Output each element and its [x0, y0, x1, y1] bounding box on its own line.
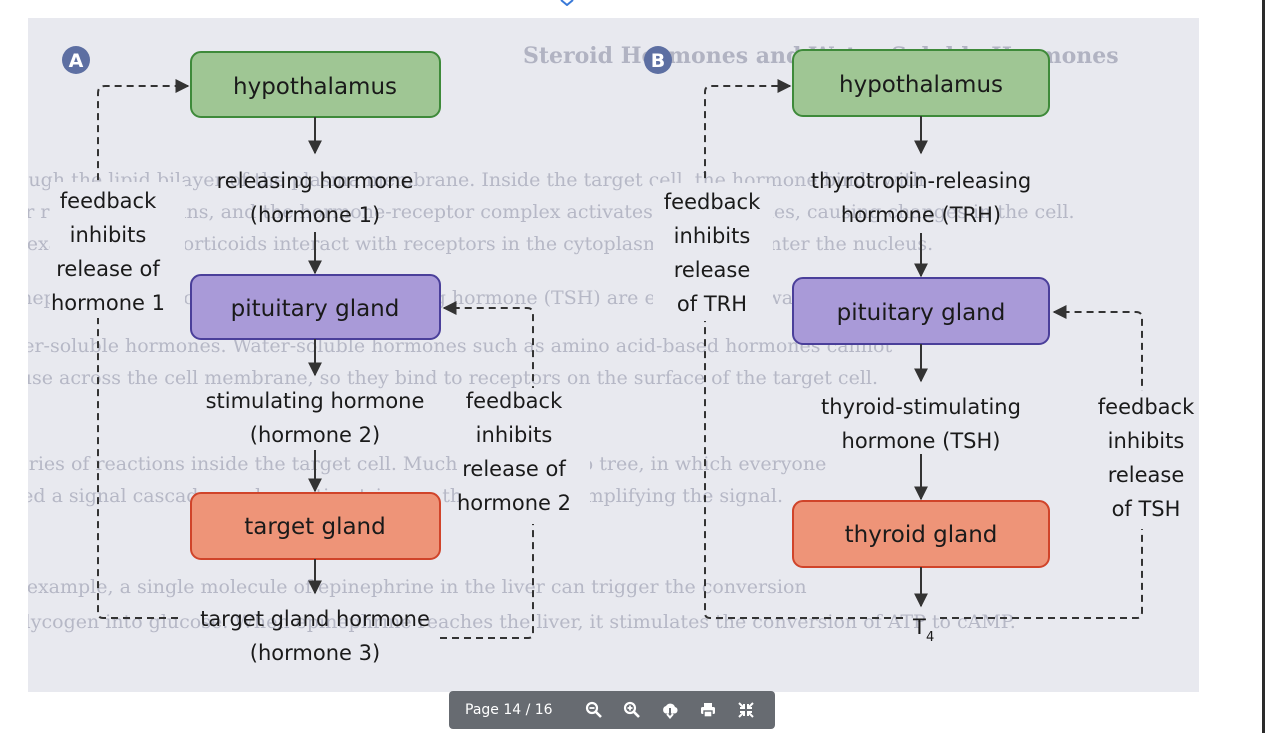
- print-button[interactable]: [689, 691, 727, 729]
- t4-label: T: [912, 615, 926, 639]
- background-line: water-soluble hormones. Water-soluble ho…: [28, 335, 892, 357]
- background-text: Steroid Hormones and Water-Soluble Hormo…: [28, 43, 1119, 633]
- pituitary-label-b: pituitary gland: [837, 300, 1006, 326]
- endocrine-feedback-diagram: Steroid Hormones and Water-Soluble Hormo…: [28, 43, 1199, 665]
- exit-fullscreen-button[interactable]: [727, 691, 765, 729]
- panel-a-letter: A: [69, 50, 84, 72]
- print-icon: [701, 703, 715, 718]
- exit-fullscreen-icon: [738, 702, 754, 718]
- zoom-out-button[interactable]: [575, 691, 613, 729]
- background-line: For example, a single molecule of epinep…: [28, 576, 807, 598]
- feedback-left-b-line: feedback: [664, 190, 761, 214]
- feedback-right-a-line: hormone 2: [457, 491, 571, 515]
- panel-b-letter: B: [651, 50, 665, 72]
- feedback-right-b-line: inhibits: [1108, 429, 1185, 453]
- tsh-label: hormone (TSH): [842, 429, 1001, 453]
- panel-b: B hypothalamus pituitary gland thyroid g…: [644, 46, 1199, 645]
- cursor-marker-icon: [560, 0, 574, 6]
- background-line: A series of reactions inside the target …: [28, 453, 826, 475]
- stimulating-hormone-label: stimulating hormone: [206, 389, 425, 413]
- document-page: Steroid Hormones and Water-Soluble Hormo…: [28, 18, 1199, 692]
- zoom-in-icon: [623, 701, 640, 718]
- hormone-2-label: (hormone 2): [250, 423, 380, 447]
- label-backdrop: [653, 183, 773, 321]
- pituitary-label-a: pituitary gland: [231, 296, 400, 322]
- background-line: diffuse across the cell membrane, so the…: [28, 367, 878, 389]
- feedback-right-b-line: release: [1108, 463, 1185, 487]
- hypothalamus-label-a: hypothalamus: [233, 74, 397, 100]
- hormone-1-label: (hormone 1): [250, 203, 380, 227]
- panel-b-bubble: [644, 46, 672, 74]
- target-gland-hormone-label: target gland hormone: [200, 607, 430, 631]
- panel-a-bubble: [62, 46, 90, 74]
- window-edge: [1262, 0, 1265, 733]
- download-button[interactable]: [651, 691, 689, 729]
- releasing-hormone-label: releasing hormone: [217, 169, 414, 193]
- target-gland-label-a: target gland: [244, 514, 386, 540]
- feedback-right-b-line: of TSH: [1112, 497, 1181, 521]
- label-backdrop: [460, 388, 590, 524]
- trh-label: hormone (TRH): [841, 203, 1001, 227]
- feedback-left-b-line: inhibits: [674, 224, 751, 248]
- background-line: of glycogen into glucose. When epinephri…: [28, 611, 1016, 633]
- hormone-3-label: (hormone 3): [250, 641, 380, 665]
- feedback-left-a-line: hormone 1: [51, 291, 165, 315]
- zoom-in-button[interactable]: [613, 691, 651, 729]
- feedback-left-a-line: inhibits: [70, 223, 147, 247]
- feedback-right-b-line: feedback: [1098, 395, 1195, 419]
- download-icon: [663, 703, 678, 719]
- feedback-left-a-line: release of: [56, 257, 160, 281]
- feedback-right-a-line: feedback: [466, 389, 563, 413]
- hypothalamus-label-b: hypothalamus: [839, 72, 1003, 98]
- feedback-right-a-line: inhibits: [476, 423, 553, 447]
- zoom-out-icon: [585, 701, 602, 718]
- feedback-right-a-line: release of: [462, 457, 566, 481]
- t4-subscript: 4: [926, 630, 934, 645]
- pdf-toolbar: Page 14 / 16: [449, 691, 775, 729]
- feedback-left-a-line: feedback: [60, 189, 157, 213]
- tsh-name-label: thyroid-stimulating: [821, 395, 1021, 419]
- page-indicator: Page 14 / 16: [465, 702, 553, 718]
- trh-name-label: thyrotropin-releasing: [811, 169, 1031, 193]
- feedback-loop-left-b: [704, 79, 903, 619]
- label-backdrop: [50, 182, 185, 318]
- panel-a: A hypothalamus pituitary gland target gl…: [50, 46, 590, 665]
- label-backdrop: [1083, 391, 1199, 529]
- feedback-loop-left-a: [97, 79, 190, 619]
- feedback-left-b-line: release: [674, 258, 751, 282]
- thyroid-gland-label: thyroid gland: [845, 522, 998, 548]
- feedback-left-b-line: of TRH: [677, 292, 747, 316]
- background-line: their receptor proteins, and the hormone…: [28, 201, 1075, 223]
